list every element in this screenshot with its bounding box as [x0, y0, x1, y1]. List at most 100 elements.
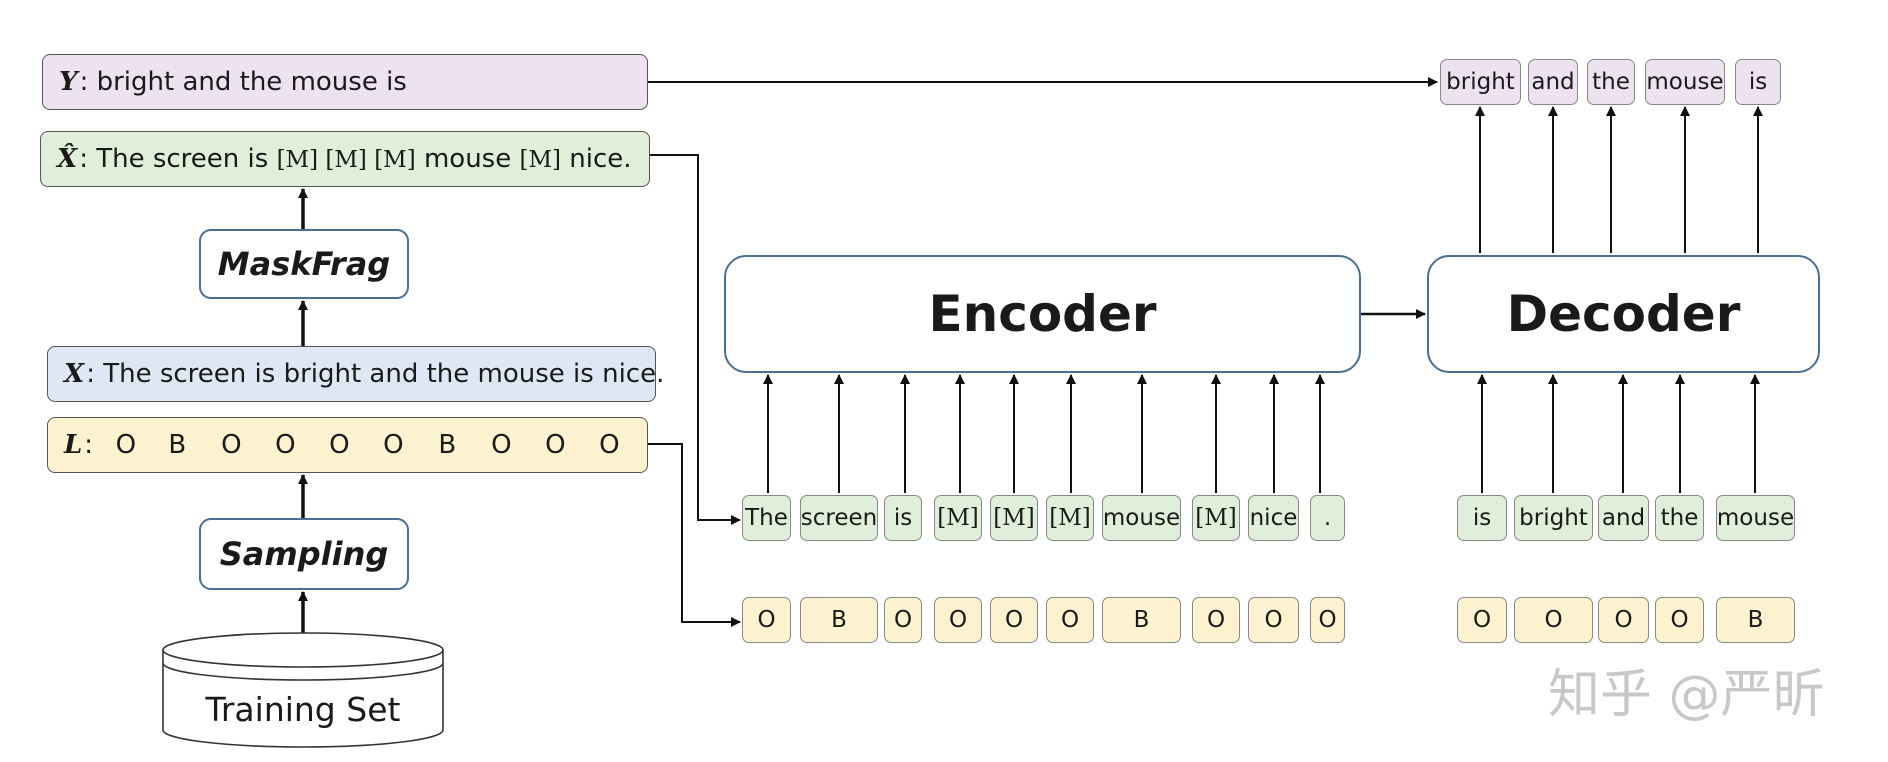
encoder-label-token: O: [884, 597, 922, 643]
encoder-label-token: B: [800, 597, 878, 643]
arrow-l-to-encoder-labels: [648, 443, 741, 627]
arrow-xhat-to-encoder-tokens: [650, 154, 741, 525]
encoder-token-text: The: [745, 505, 788, 531]
output-token-text: mouse: [1646, 69, 1724, 95]
decoder-token-text: the: [1660, 505, 1699, 531]
encoder-label-token-text: B: [1133, 607, 1150, 633]
encoder-token-text: [M]: [1049, 505, 1091, 531]
encoder-token-text: [M]: [1195, 505, 1237, 531]
output-token-text: is: [1748, 69, 1768, 95]
decoder-token: bright: [1514, 495, 1593, 541]
decoder-block: Decoder: [1427, 255, 1820, 373]
decoder-token: the: [1655, 495, 1704, 541]
decoder-token: is: [1457, 495, 1507, 541]
sampling-block: Sampling: [199, 518, 409, 590]
encoder-token: [M]: [934, 495, 982, 541]
encoder-label-token-text: O: [1318, 607, 1337, 633]
encoder-label-token-text: O: [1060, 607, 1080, 633]
encoder-label-token: O: [1248, 597, 1299, 643]
encoder-label-token-text: O: [948, 607, 968, 633]
encoder-label-token: O: [1310, 597, 1345, 643]
xhat-text-segment: nice.: [561, 144, 632, 174]
decoder-token: and: [1598, 495, 1649, 541]
encoder-label: Encoder: [928, 285, 1157, 343]
l-value: B: [168, 430, 187, 460]
y-text: bright and the mouse is: [96, 67, 407, 97]
encoder-label-token: O: [1192, 597, 1240, 643]
encoder-token: [M]: [1046, 495, 1094, 541]
xhat-text: The screen is [M] [M] [M] mouse [M] nice…: [96, 144, 631, 174]
encoder-token-text: screen: [800, 505, 878, 531]
y-row: Y: bright and the mouse is: [42, 54, 648, 110]
encoder-token: [M]: [990, 495, 1038, 541]
encoder-token: nice: [1248, 495, 1299, 541]
l-label: L: [64, 430, 83, 460]
x-row: X: The screen is bright and the mouse is…: [47, 346, 664, 402]
xhat-row: X̂: The screen is [M] [M] [M] mouse [M] …: [40, 131, 650, 187]
encoder-token: is: [884, 495, 922, 541]
encoder-token-text: is: [893, 505, 913, 531]
y-label: Y: [59, 67, 78, 97]
decoder-token-text: mouse: [1716, 505, 1795, 531]
encoder-label-token: O: [1046, 597, 1094, 643]
x-text: The screen is bright and the mouse is ni…: [103, 359, 665, 389]
decoder-label-token: B: [1716, 597, 1795, 643]
decoder-label-token-text: O: [1472, 607, 1492, 633]
encoder-token: [M]: [1192, 495, 1240, 541]
xhat-label: X̂: [57, 144, 78, 174]
encoder-label-token-text: O: [1264, 607, 1283, 633]
encoder-token: .: [1310, 495, 1345, 541]
encoder-token-text: nice: [1249, 505, 1298, 531]
encoder-token: mouse: [1102, 495, 1181, 541]
l-value: O: [545, 430, 566, 460]
encoder-token-text: mouse: [1102, 505, 1181, 531]
xhat-text-segment: The screen is: [96, 144, 277, 174]
encoder-label-token-text: O: [893, 607, 913, 633]
output-token: the: [1587, 59, 1635, 105]
encoder-token: screen: [800, 495, 878, 541]
xhat-mask-segment: [M]: [519, 147, 562, 173]
output-token-text: bright: [1446, 69, 1515, 95]
encoder-label-token: O: [934, 597, 982, 643]
decoder-label-token: O: [1514, 597, 1593, 643]
decoder-label-token-text: O: [1670, 607, 1689, 633]
output-token: is: [1735, 59, 1781, 105]
encoder-label-token-text: O: [757, 607, 776, 633]
encoder-label-token-text: O: [1206, 607, 1226, 633]
decoder-token-text: is: [1472, 505, 1492, 531]
decoder-token-text: and: [1601, 505, 1646, 531]
output-token-text: the: [1592, 69, 1630, 95]
xhat-text-segment: mouse: [415, 144, 520, 174]
l-value: O: [115, 430, 137, 460]
l-value: B: [438, 430, 457, 460]
maskfrag-label: MaskFrag: [217, 245, 391, 283]
decoder-label-token: O: [1598, 597, 1649, 643]
decoder-token: mouse: [1716, 495, 1795, 541]
encoder-token-text: [M]: [937, 505, 979, 531]
encoder-token-text: [M]: [993, 505, 1035, 531]
encoder-label-token-text: O: [1004, 607, 1024, 633]
output-token: bright: [1440, 59, 1521, 105]
decoder-label-token: O: [1457, 597, 1507, 643]
watermark: 知乎 @严昕: [1548, 665, 1825, 725]
l-value: O: [383, 430, 404, 460]
encoder-label-token-text: B: [831, 607, 847, 633]
xhat-mask-segment: [M] [M] [M]: [276, 147, 416, 173]
decoder-label-token-text: O: [1614, 607, 1633, 633]
l-value: O: [221, 430, 242, 460]
output-token: and: [1528, 59, 1578, 105]
output-token: mouse: [1645, 59, 1725, 105]
encoder-token: The: [742, 495, 791, 541]
encoder-label-token: O: [742, 597, 791, 643]
l-value: O: [599, 430, 620, 460]
decoder-label-token-text: O: [1544, 607, 1563, 633]
x-label: X: [64, 359, 85, 389]
decoder-label-token: O: [1655, 597, 1704, 643]
encoder-label-token: B: [1102, 597, 1181, 643]
encoder-block: Encoder: [724, 255, 1361, 373]
encoder-token-text: .: [1323, 505, 1332, 531]
